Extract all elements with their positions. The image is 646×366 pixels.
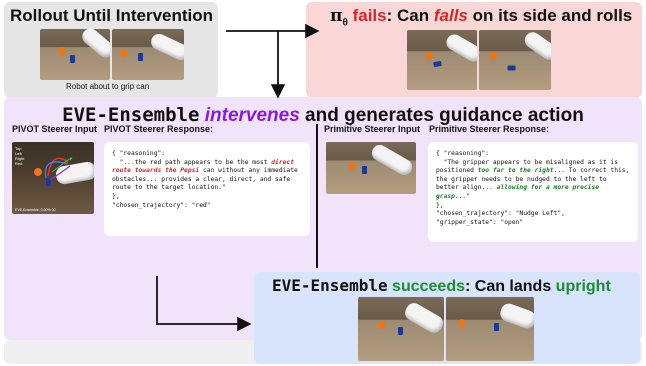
primitive-code-line3: ": [466, 192, 471, 200]
success-eve-name: EVE-Ensemble: [272, 276, 388, 295]
upright-word: upright: [555, 278, 611, 295]
primitive-code-line1: "The gripper appears to be misaligned as…: [436, 158, 622, 175]
pivot-legend-item: Top: [15, 146, 22, 151]
failure-suffix: on its side and rolls: [467, 6, 633, 25]
failure-title: πθ fails: Can falls on its side and roll…: [330, 6, 632, 28]
pivot-response-code: { "reasoning": "...the red path appears …: [104, 142, 310, 236]
pivot-code-line1: "...the red path appears to be the most: [112, 158, 268, 166]
failure-prefix: : Can: [386, 6, 434, 25]
pivot-legend-item: Red: [15, 161, 23, 166]
pivot-trajectory-paths: [44, 157, 73, 181]
success-title: EVE-Ensemble succeeds: Can lands upright: [272, 276, 611, 296]
failure-frame-2: [479, 30, 551, 90]
eve-title-rest: and generates guidance action: [299, 105, 584, 126]
primitive-response-code: { "reasoning": "The gripper appears to b…: [428, 142, 638, 242]
pivot-overlay-text: EVE-Ensemble: 0.00% 00: [15, 208, 56, 212]
failure-frame-1: [407, 30, 477, 90]
rollout-title: Rollout Until Intervention: [10, 6, 214, 25]
pivot-legend-item: Right: [15, 156, 25, 161]
intervenes-word: intervenes: [204, 105, 300, 126]
succeeds-word: succeeds: [392, 278, 465, 295]
primitive-code-line2: ... To correct this, the gripper needs t…: [436, 167, 634, 192]
success-frame-2: [446, 297, 534, 361]
rollout-frame-1: [40, 29, 110, 80]
pivot-input-image: Top Left Right Red EVE-Ensemble: 0.00% 0…: [12, 142, 94, 214]
rollout-caption: Robot about to grip can: [66, 82, 150, 91]
column-divider: [316, 124, 318, 268]
pivot-legend-item: Left: [15, 151, 22, 156]
eve-title: EVE-Ensemble intervenes and generates gu…: [0, 104, 646, 127]
primitive-input-image: [326, 142, 416, 194]
fails-word: fails: [352, 6, 387, 25]
pivot-code-line2: can without any immediate obstacles... p…: [112, 167, 302, 192]
primitive-code-close: },: [436, 201, 444, 209]
primitive-code-gripper: "gripper_state": "open": [436, 218, 524, 226]
rollout-frame-2: [112, 29, 184, 80]
pivot-code-highlight: direct route towards the Pepsi: [112, 158, 298, 175]
success-middle: : Can lands: [464, 278, 556, 295]
pivot-code-open: { "reasoning":: [112, 150, 166, 157]
pivot-response-label: PIVOT Steerer Response:: [104, 124, 214, 134]
arrow-eve-to-success: [156, 276, 252, 332]
policy-symbol: π: [330, 6, 343, 26]
primitive-input-label: Primitive Steerer Input: [324, 124, 421, 134]
primitive-code-highlight1: too far to the right: [477, 167, 554, 175]
pivot-code-close: },: [112, 192, 120, 200]
primitive-code-highlight2: allowing for a more precise grasp...: [436, 184, 603, 200]
policy-subscript: θ: [342, 17, 348, 29]
primitive-code-open: { "reasoning":: [436, 150, 490, 157]
falls-word: falls: [433, 6, 468, 25]
pivot-input-label: PIVOT Steerer Input: [12, 124, 98, 134]
pivot-code-choice: "chosen_trajectory": "red": [112, 201, 211, 209]
success-frame-1: [358, 297, 444, 361]
primitive-response-label: Primitive Steerer Response:: [429, 124, 550, 134]
pivot-legend: Top Left Right Red: [15, 146, 24, 166]
primitive-code-choice: "chosen_trajectory": "Nudge Left",: [436, 210, 565, 218]
eve-name: EVE-Ensemble: [62, 104, 200, 126]
